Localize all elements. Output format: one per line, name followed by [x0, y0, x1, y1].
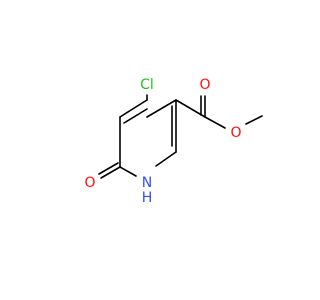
atom-label-cl: Cl	[140, 77, 154, 93]
atom-label-n: N	[142, 175, 152, 191]
atom-label-o-ether: O	[230, 125, 241, 141]
atom-label-o-ketone: O	[84, 175, 95, 191]
bond-c2-o-double-2	[98, 162, 119, 175]
bond-c5-ccarbonyl	[175, 99, 206, 118]
bond-n1-c2	[119, 166, 137, 177]
bond-c4-c5	[146, 99, 177, 118]
bond-ccarbonyl-oether	[204, 116, 226, 129]
bonds	[98, 94, 263, 179]
atoms: Cl O O O N H	[84, 77, 241, 206]
bond-c6-n1	[155, 151, 177, 167]
structure-diagram: Cl O O O N H	[84, 77, 263, 206]
bond-oether-methyl	[245, 115, 263, 125]
bond-c3-c4	[119, 99, 148, 118]
atom-label-h-on-n: H	[142, 190, 153, 206]
atom-label-o-carbonyl: O	[199, 77, 210, 93]
bond-c3-c4-inner	[123, 108, 148, 124]
bond-c2-o-double-1	[100, 166, 121, 179]
